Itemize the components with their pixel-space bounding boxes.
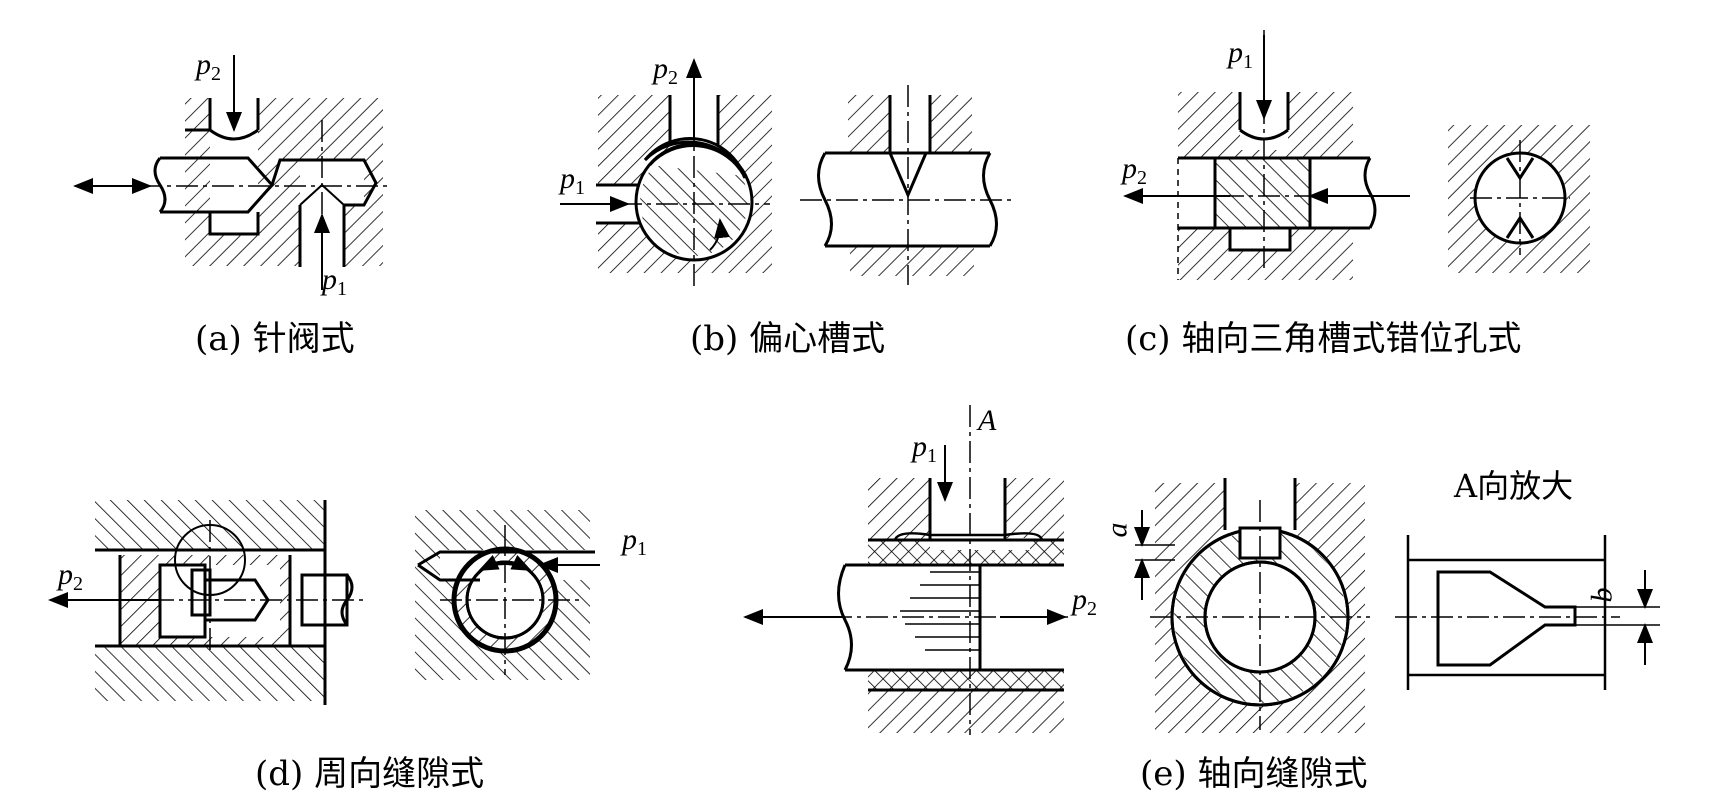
label-d-p1: p1 [622, 523, 647, 560]
caption-a: (a) 针阀式 [195, 319, 355, 359]
figure-b-eccentric-groove [560, 58, 1016, 290]
label-e-dim-a: a [1100, 522, 1134, 538]
caption-c: (c) 轴向三角槽式错位孔式 [1125, 319, 1522, 359]
label-d-p2: p2 [58, 558, 83, 595]
label-a-view: A向放大 [1454, 467, 1574, 505]
caption-e: (e) 轴向缝隙式 [1140, 754, 1368, 794]
label-b-p2: p2 [653, 52, 678, 89]
figure-a-needle-valve [73, 55, 390, 290]
label-c-p1: p1 [1228, 36, 1253, 73]
figure-e-axial-gap [743, 405, 1660, 735]
label-e-p1: p1 [912, 430, 937, 467]
label-e-A: A [978, 404, 997, 437]
label-a-p2: p2 [196, 48, 221, 85]
figure-c-axial-triangle-groove [1123, 30, 1590, 280]
label-e-dim-b: b [1585, 587, 1619, 603]
label-a-p1: p1 [322, 263, 347, 300]
label-c-p2: p2 [1122, 152, 1147, 189]
caption-b: (b) 偏心槽式 [690, 319, 886, 359]
caption-d: (d) 周向缝隙式 [255, 754, 485, 794]
figure-d-circumferential-gap [48, 500, 600, 705]
label-e-p2: p2 [1072, 583, 1097, 620]
label-b-p1: p1 [560, 162, 585, 199]
